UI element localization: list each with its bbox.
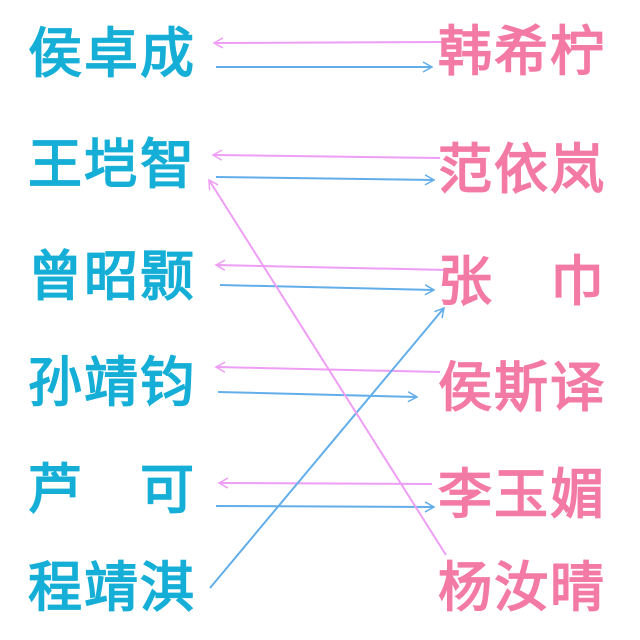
right-name-2: 范依岚 xyxy=(438,140,606,200)
arrow-liyumei-to-luke xyxy=(217,477,433,489)
arrow-zhangjin-to-zengzhaohao xyxy=(214,259,449,271)
arrow-yangruqing-to-wangkaizhi xyxy=(208,178,447,556)
arrow-zengzhaohao-to-zhangjin xyxy=(219,284,436,296)
left-name-6: 程靖淇 xyxy=(28,558,196,618)
arrow-sunjingjun-to-housiyi xyxy=(217,391,419,403)
right-name-6: 杨汝晴 xyxy=(438,558,606,618)
right-name-4: 侯斯译 xyxy=(438,358,606,418)
left-name-5: 芦 可 xyxy=(28,460,196,520)
arrow-luke-to-liyumei xyxy=(215,501,436,513)
right-name-3: 张 巾 xyxy=(438,252,606,312)
left-name-4: 孙靖钧 xyxy=(28,353,196,413)
right-name-1: 韩希柠 xyxy=(438,22,606,82)
left-name-2: 王垲智 xyxy=(28,135,196,195)
right-name-5: 李玉媚 xyxy=(438,465,606,525)
arrow-fanyilan-to-wangkaizhi xyxy=(211,149,441,161)
arrow-hanxining-to-houzhuocheng xyxy=(212,37,443,49)
arrow-wangkaizhi-to-fanyilan xyxy=(215,174,436,186)
arrow-chengjingqi-to-zhangjin xyxy=(209,306,445,589)
left-name-1: 侯卓成 xyxy=(28,24,196,84)
left-name-3: 曾昭颢 xyxy=(28,247,196,307)
